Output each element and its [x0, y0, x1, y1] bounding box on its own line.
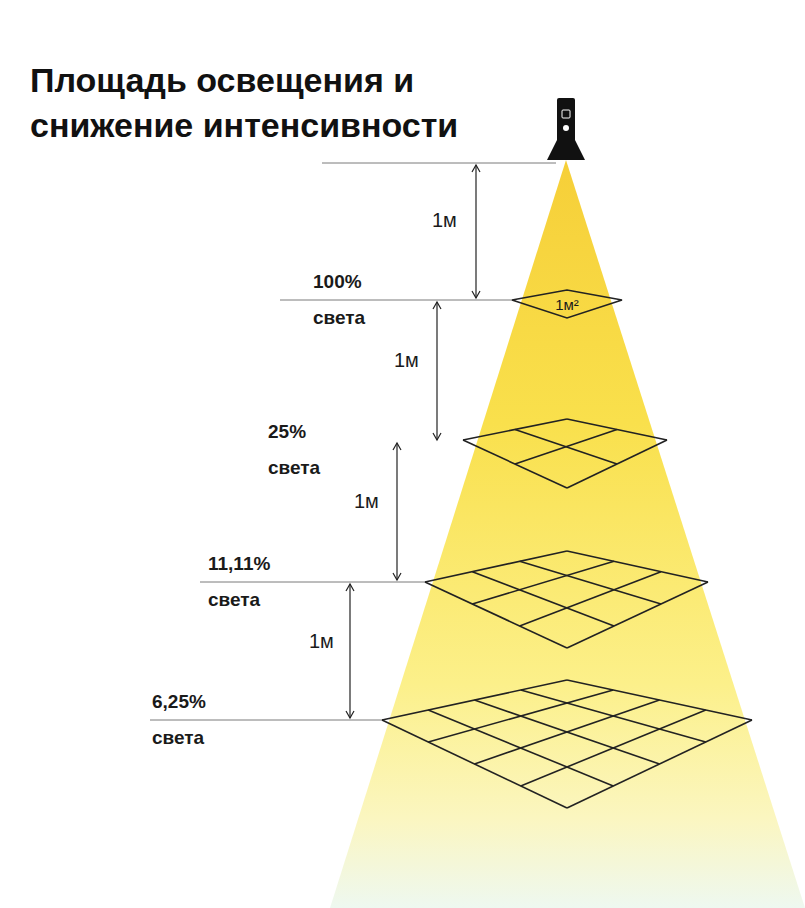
arrow-head: [472, 165, 480, 172]
distance-label: 1м: [394, 347, 419, 373]
distance-label: 1м: [354, 488, 379, 514]
dimension-arrows: [346, 165, 480, 718]
arrow-head: [393, 443, 401, 450]
grid-line: [515, 430, 617, 465]
dimension-line: [436, 302, 437, 440]
grid-line: [567, 419, 667, 440]
distance-label: 1м: [432, 207, 457, 233]
grid-line: [567, 720, 752, 808]
grid-line: [472, 572, 614, 626]
distance-label: 1м: [309, 628, 334, 654]
grid-line: [567, 440, 667, 488]
grid-line: [567, 551, 708, 582]
area-diamond: 1м²: [512, 290, 622, 318]
diagram-title: Площадь освещения и снижение интенсивнос…: [30, 58, 500, 148]
grid-line: [475, 700, 660, 764]
grid-line: [475, 700, 660, 764]
arrow-head: [346, 584, 354, 591]
grid-line: [425, 582, 567, 648]
grid-line: [521, 710, 706, 786]
dimension-line: [475, 165, 476, 298]
grid-line: [515, 430, 617, 465]
arrow-head: [433, 433, 441, 440]
arrow-head: [472, 291, 480, 298]
dimension-line: [349, 584, 350, 718]
percent-label: 100% света: [313, 264, 365, 336]
grid-line: [567, 680, 752, 720]
percent-label: 6,25% света: [152, 684, 206, 756]
light-beam: [330, 160, 805, 908]
area-grids: [382, 419, 752, 808]
grid-line: [521, 690, 706, 742]
reference-lines: [150, 163, 556, 720]
arrow-head: [393, 573, 401, 580]
diamond-shape: [512, 290, 622, 318]
area-label: 1м²: [555, 297, 579, 313]
arrow-head: [433, 302, 441, 309]
grid-line: [425, 551, 567, 582]
dimension-line: [396, 443, 397, 580]
percent-label: 25% света: [268, 414, 320, 486]
grid-line: [520, 572, 661, 626]
percent-label: 11,11% света: [208, 546, 270, 618]
arrow-head: [346, 711, 354, 718]
flashlight-icon: [547, 98, 585, 160]
grid-line: [567, 582, 708, 648]
